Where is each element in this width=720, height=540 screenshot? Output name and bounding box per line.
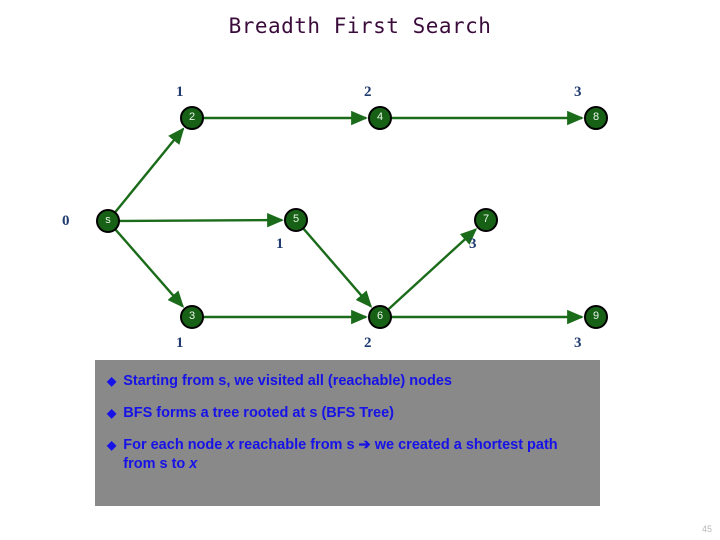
bullet-item: ◆ BFS forms a tree rooted at s (BFS Tree) [107, 404, 587, 423]
bullet-text: Starting from s, we visited all (reachab… [123, 373, 452, 389]
distance-label-8: 3 [574, 84, 582, 100]
distance-label-3: 1 [176, 335, 184, 351]
distance-label-2: 1 [176, 84, 184, 100]
graph-edge-5-to-6 [301, 226, 373, 308]
graph-node-2[interactable] [180, 106, 204, 130]
distance-label-7: 3 [469, 236, 477, 252]
graph-node-5[interactable] [284, 208, 308, 232]
graph-edge-s-to-5 [117, 212, 284, 228]
diamond-bullet-icon: ◆ [107, 406, 117, 420]
distance-label-9: 3 [574, 335, 582, 351]
graph-node-s[interactable] [96, 209, 120, 233]
bullet-item: ◆ For each node x reachable from s ➔ we c… [107, 436, 587, 474]
diamond-bullet-icon: ◆ [107, 374, 117, 388]
distance-label-6: 2 [364, 335, 372, 351]
graph-node-3[interactable] [180, 305, 204, 329]
page-number: 45 [701, 524, 712, 534]
graph-node-8[interactable] [584, 106, 608, 130]
bullet-item: ◆ Starting from s, we visited all (reacha… [107, 372, 587, 391]
graph-edge-6-to-7 [386, 228, 478, 312]
graph-node-9[interactable] [584, 305, 608, 329]
summary-callout-box: ◆ Starting from s, we visited all (reacha… [95, 360, 600, 506]
node-layer [96, 106, 608, 329]
edge-layer [113, 110, 584, 325]
graph-node-6[interactable] [368, 305, 392, 329]
graph-edge-s-to-3 [113, 227, 185, 308]
distance-label-s: 0 [62, 213, 70, 229]
distance-label-4: 2 [364, 84, 372, 100]
graph-node-7[interactable] [474, 208, 498, 232]
distance-label-5: 1 [276, 236, 284, 252]
graph-node-4[interactable] [368, 106, 392, 130]
diamond-bullet-icon: ◆ [107, 438, 117, 452]
graph-edge-s-to-2 [113, 127, 185, 215]
bullet-text: For each node x reachable from s ➔ we cr… [123, 437, 558, 472]
bullet-text: BFS forms a tree rooted at s (BFS Tree) [123, 405, 394, 421]
page-title: Breadth First Search [228, 14, 492, 38]
